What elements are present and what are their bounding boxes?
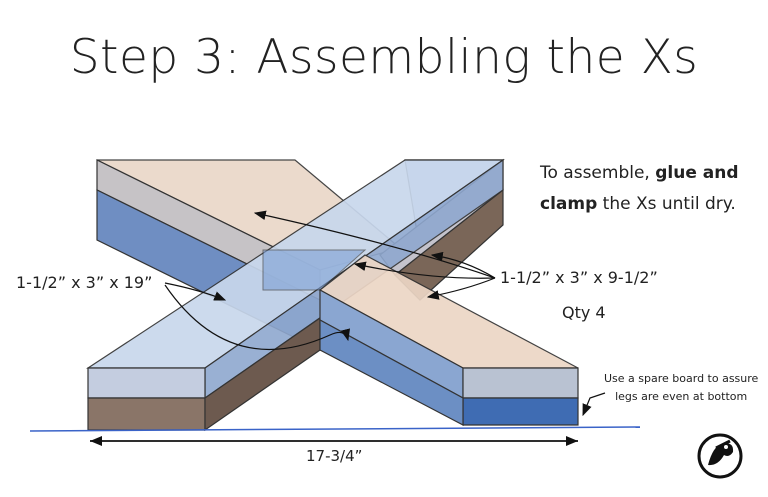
long-board-label: 1-1/2” x 3” x 19” [16,273,153,292]
quantity-label: Qty 4 [562,303,606,322]
page-title: Step 3: Assembling the Xs [69,30,699,85]
board-front-right [318,254,579,426]
short-board-label: 1-1/2” x 3” x 9-1/2” [500,268,658,287]
ground-line [29,426,641,432]
short-board-leaders [253,210,496,300]
logo-icon [697,433,743,479]
instructions-text: To assemble, glue and clamp the Xs until… [540,163,739,214]
spare-note-line2: legs are even at bottom [615,390,748,403]
spare-note-leader [582,392,606,417]
spare-board-note: Use a spare board to assure legs are eve… [604,370,758,406]
spare-note-line1: Use a spare board to assure [604,372,759,385]
width-dimension-arrow [90,436,578,446]
width-dimension-label: 17-3/4” [306,447,363,465]
long-board-leaders [164,282,351,351]
